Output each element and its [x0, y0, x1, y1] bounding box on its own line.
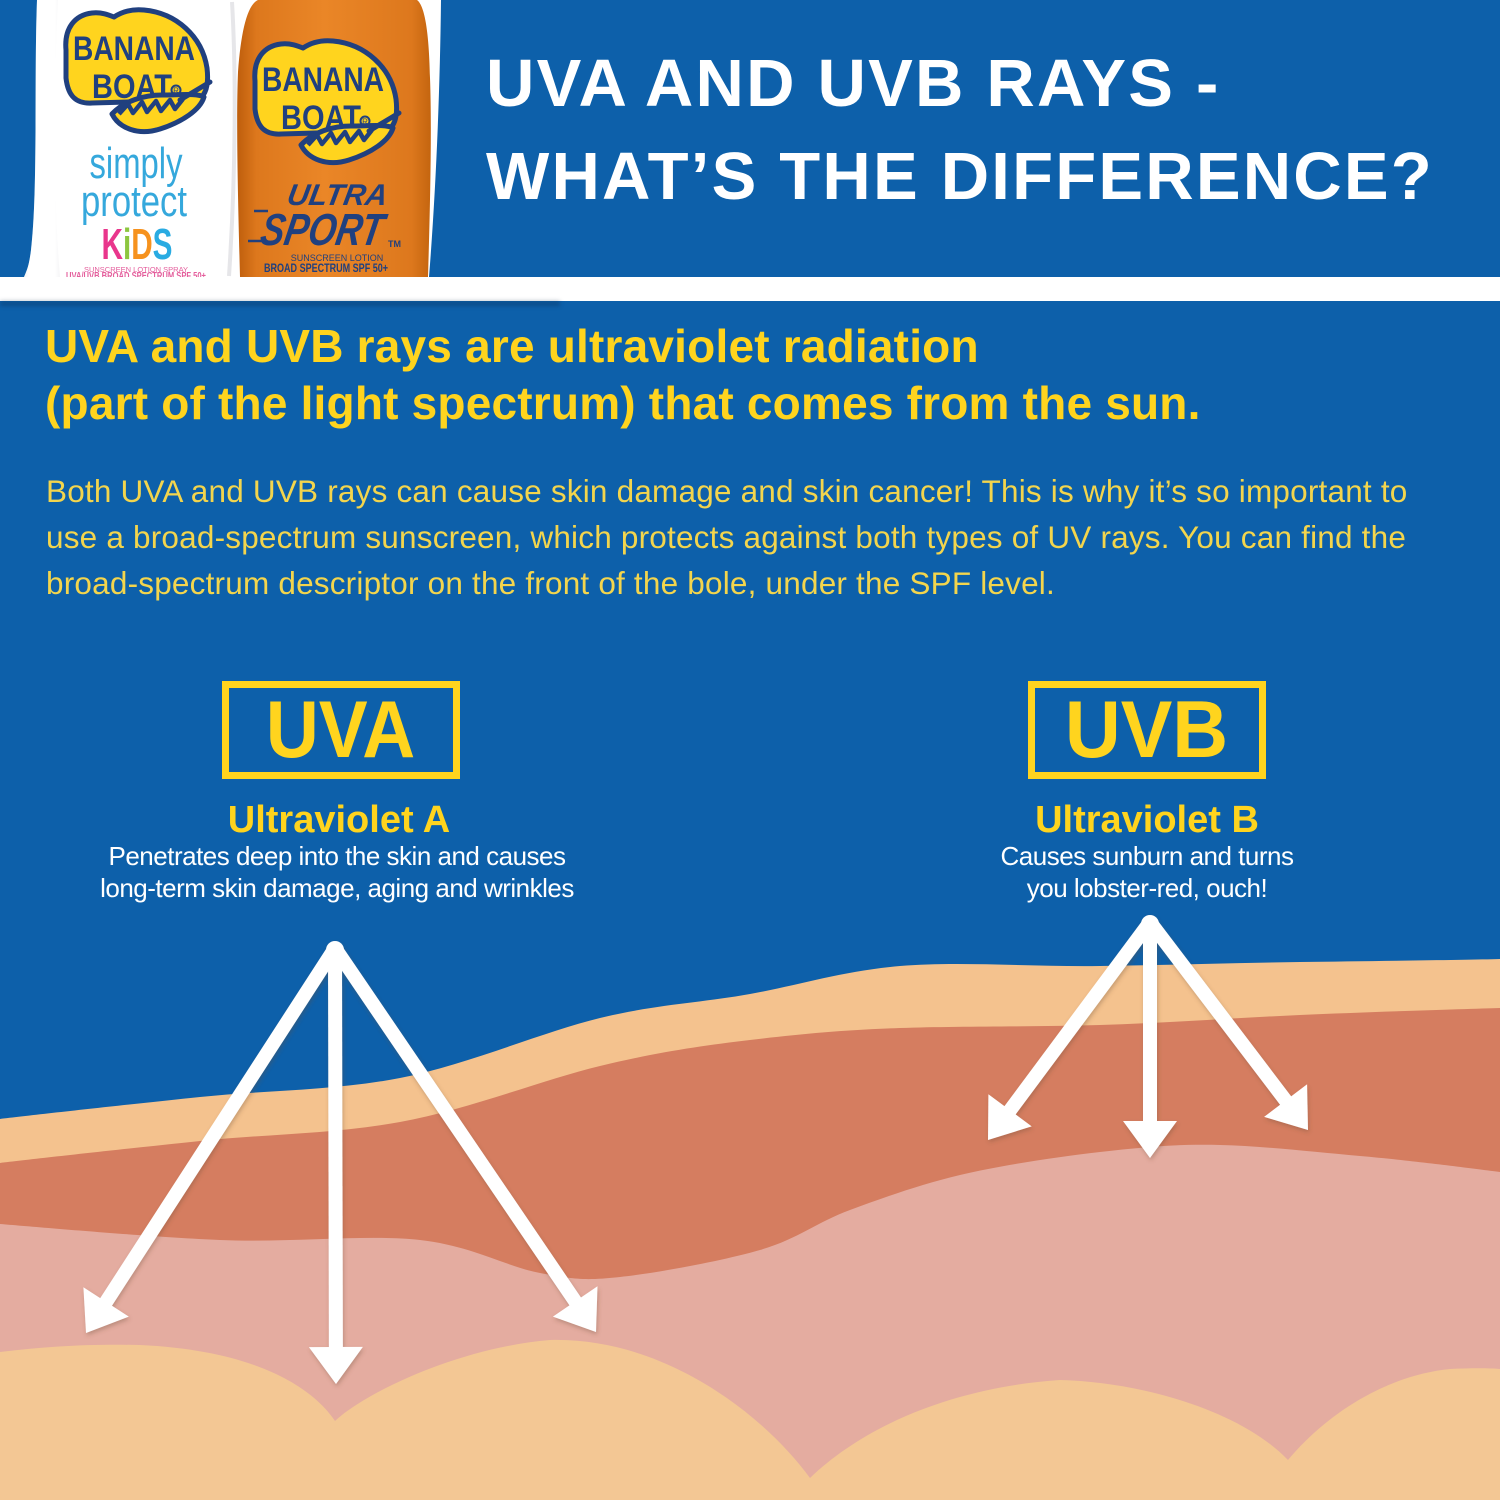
svg-text:SUNSCREEN LOTION: SUNSCREEN LOTION — [291, 253, 384, 263]
svg-text:ULTRA: ULTRA — [285, 179, 391, 212]
svg-text:BROAD SPECTRUM SPF 50+: BROAD SPECTRUM SPF 50+ — [264, 263, 388, 275]
svg-text:SPORT: SPORT — [257, 204, 391, 255]
svg-text:simply: simply — [90, 139, 183, 188]
svg-text:TM: TM — [388, 239, 401, 249]
svg-text:SUNSCREEN LOTION SPRAY: SUNSCREEN LOTION SPRAY — [84, 265, 188, 274]
svg-text:protect: protect — [81, 177, 187, 226]
svg-text:KiDS: KiDS — [102, 220, 173, 269]
svg-text:UVA/UVB BROAD SPECTRUM SPF 50+: UVA/UVB BROAD SPECTRUM SPF 50+ — [66, 271, 206, 282]
